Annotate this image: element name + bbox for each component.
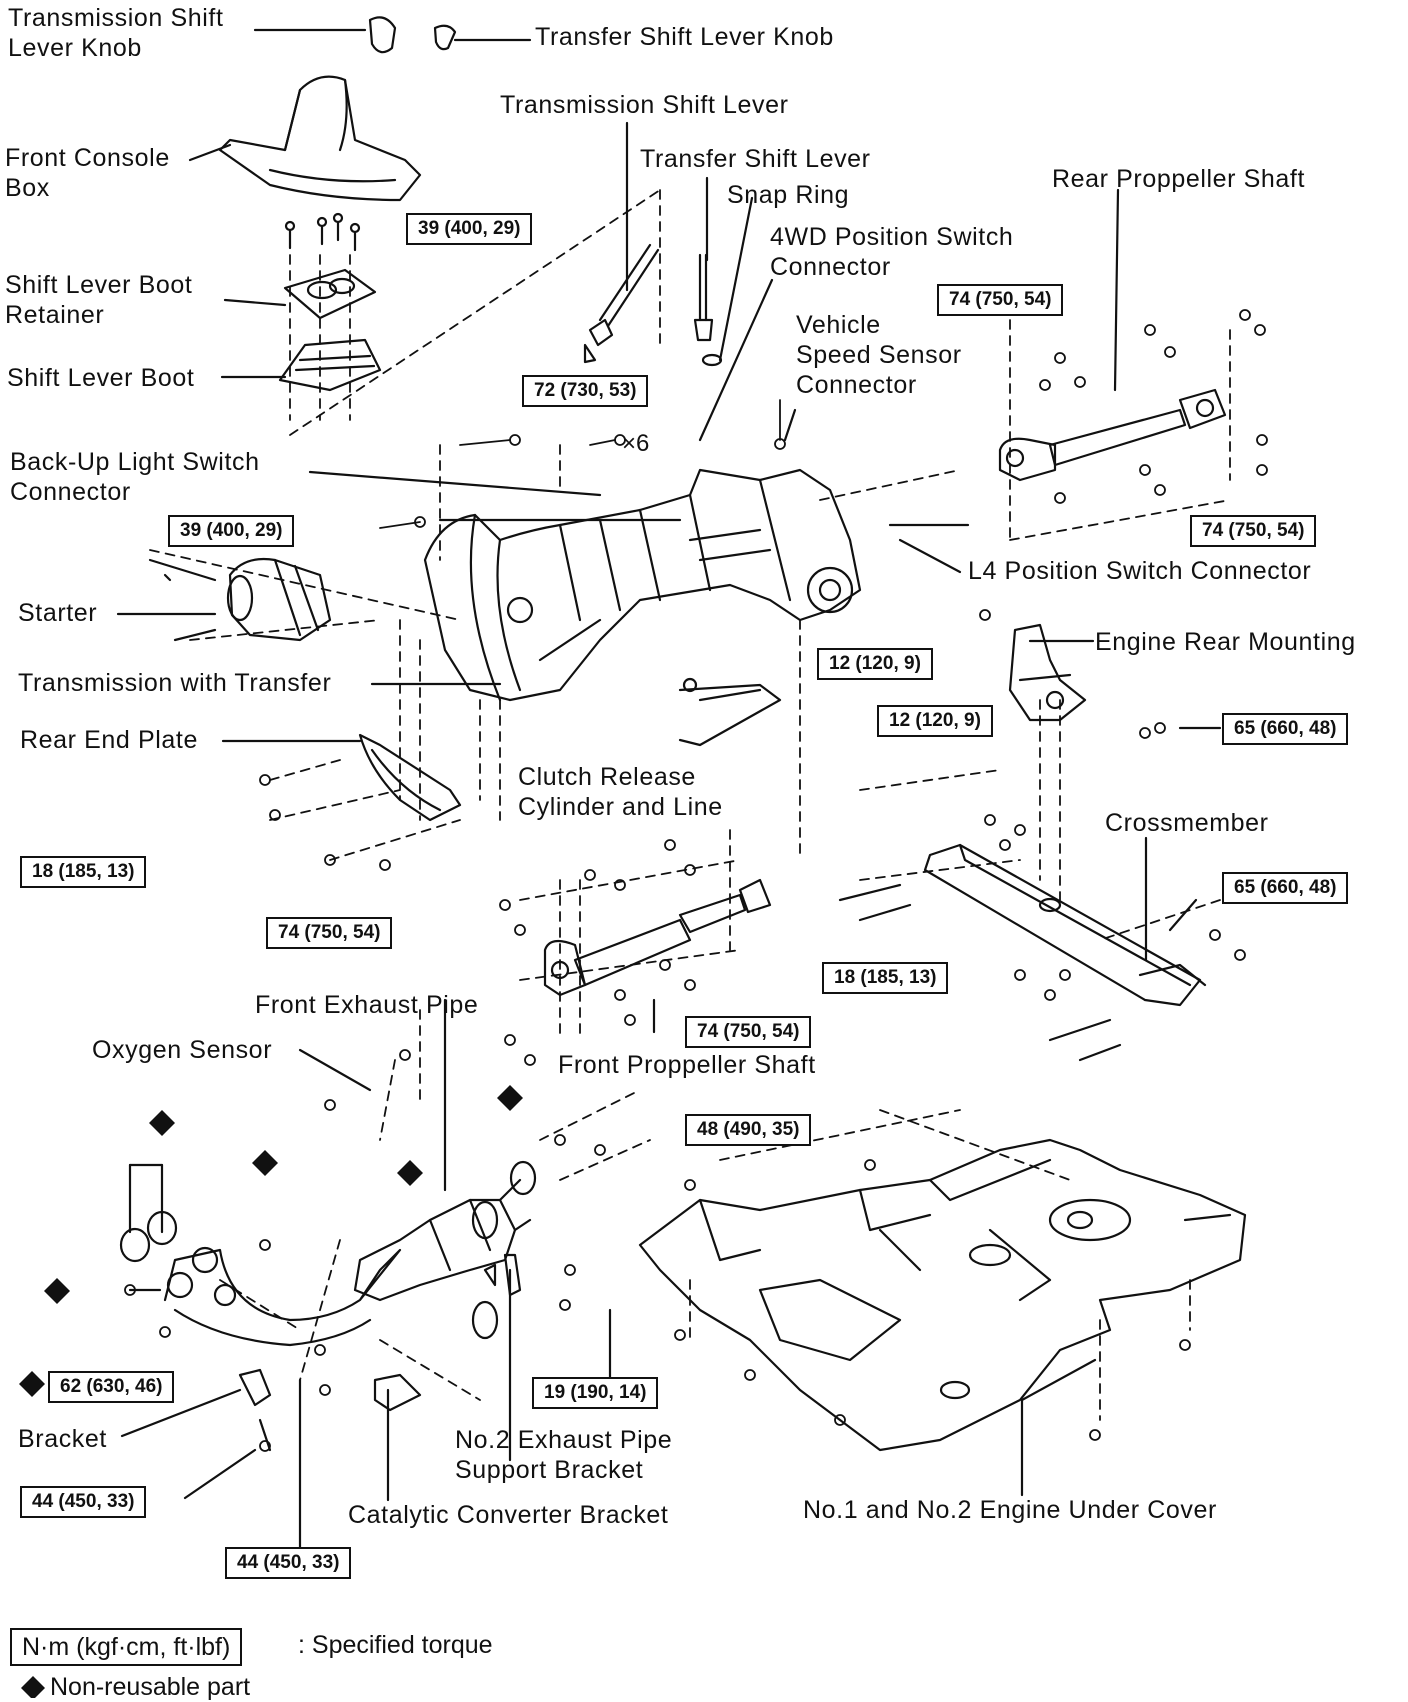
fasteners xyxy=(124,309,1268,1452)
label-engine-under-cover: No.1 and No.2 Engine Under Cover xyxy=(803,1496,1217,1524)
label-engine-rear-mounting: Engine Rear Mounting xyxy=(1095,628,1356,656)
torque-44-exhaust: 44 (450, 33) xyxy=(225,1547,352,1579)
front-console-box-drawing xyxy=(218,75,422,202)
label-transmission-shift-lever: Transmission Shift Lever xyxy=(500,91,789,119)
quantity-x6: ×6 xyxy=(622,430,650,457)
boot-retainer-drawing xyxy=(283,212,377,320)
rear-propeller-shaft-drawing xyxy=(998,388,1227,482)
label-shift-lever-boot-retainer: Shift Lever Boot Retainer xyxy=(5,271,193,329)
label-shift-lever-boot: Shift Lever Boot xyxy=(7,364,195,392)
label-front-propeller-shaft: Front Proppeller Shaft xyxy=(558,1051,816,1079)
legend-torque-units: N·m (kgf·cm, ft·lbf) xyxy=(10,1628,243,1666)
torque-62: 62 (630, 46) xyxy=(48,1371,175,1403)
label-snap-ring: Snap Ring xyxy=(727,181,850,209)
label-clutch-release-cylinder: Clutch Release Cylinder and Line xyxy=(518,763,723,821)
rear-end-plate-drawing xyxy=(358,733,462,822)
label-crossmember: Crossmember xyxy=(1105,809,1269,837)
torque-39-starter: 39 (400, 29) xyxy=(168,515,295,547)
label-front-exhaust-pipe: Front Exhaust Pipe xyxy=(255,991,479,1019)
clutch-line-drawing xyxy=(678,677,782,747)
starter-drawing xyxy=(148,557,332,642)
torque-12-clutch-b: 12 (120, 9) xyxy=(877,705,993,737)
label-transfer-shift-lever-knob: Transfer Shift Lever Knob xyxy=(535,23,834,51)
label-front-console-box: Front Console Box xyxy=(5,144,170,202)
shift-knob-drawing xyxy=(368,16,457,54)
torque-19: 19 (190, 14) xyxy=(532,1377,659,1409)
leader-lines xyxy=(116,28,1222,1552)
torque-18-rear-end-plate: 18 (185, 13) xyxy=(20,856,147,888)
torque-74-front-shaft-bottom: 74 (750, 54) xyxy=(685,1016,812,1048)
label-vehicle-speed-sensor-connector: Vehicle Speed Sensor Connector xyxy=(796,311,962,399)
torque-74-rear-shaft-bottom: 74 (750, 54) xyxy=(1190,515,1317,547)
label-oxygen-sensor: Oxygen Sensor xyxy=(92,1036,273,1064)
label-catalytic-converter-bracket: Catalytic Converter Bracket xyxy=(348,1501,669,1529)
label-transfer-shift-lever: Transfer Shift Lever xyxy=(640,145,871,173)
brackets-drawing xyxy=(238,1253,522,1452)
torque-44-bracket: 44 (450, 33) xyxy=(20,1486,147,1518)
torque-48: 48 (490, 35) xyxy=(685,1114,812,1146)
torque-74-front-shaft-top: 74 (750, 54) xyxy=(266,917,393,949)
torque-39-shift-lever: 39 (400, 29) xyxy=(406,213,533,245)
transmission-drawing xyxy=(423,468,862,702)
legend-nonreusable-part: Non-reusable part xyxy=(50,1673,251,1701)
torque-65-mounting: 65 (660, 48) xyxy=(1222,713,1349,745)
label-backup-light-switch-connector: Back-Up Light Switch Connector xyxy=(10,448,260,506)
label-bracket: Bracket xyxy=(18,1425,107,1453)
crossmember-drawing xyxy=(838,843,1207,1062)
catalytic-converter-drawing xyxy=(353,1160,537,1302)
label-rear-end-plate: Rear End Plate xyxy=(20,726,198,754)
label-transmission-shift-lever-knob: Transmission Shift Lever Knob xyxy=(8,4,224,62)
label-no2-exhaust-pipe-support-bracket: No.2 Exhaust Pipe Support Bracket xyxy=(455,1426,673,1484)
shift-lever-drawing xyxy=(583,243,723,367)
legend-specified-torque: : Specified torque xyxy=(298,1631,493,1659)
label-rear-propeller-shaft: Rear Proppeller Shaft xyxy=(1052,165,1306,193)
torque-12-clutch-a: 12 (120, 9) xyxy=(817,648,933,680)
engine-rear-mounting-drawing xyxy=(1008,623,1087,722)
assembly-lines xyxy=(149,189,1231,1421)
gaskets-drawing xyxy=(119,1200,499,1287)
engine-under-cover-drawing xyxy=(638,1138,1247,1452)
front-exhaust-pipe-drawing xyxy=(163,1246,402,1347)
front-propeller-shaft-drawing xyxy=(543,878,772,997)
torque-18-crossmember: 18 (185, 13) xyxy=(822,962,949,994)
label-starter: Starter xyxy=(18,599,98,627)
label-transmission-with-transfer: Transmission with Transfer xyxy=(18,669,332,697)
shift-boot-drawing xyxy=(278,338,382,392)
torque-72: 72 (730, 53) xyxy=(522,375,649,407)
label-l4-position-switch-connector: L4 Position Switch Connector xyxy=(968,557,1312,585)
torque-74-rear-shaft-top: 74 (750, 54) xyxy=(937,284,1064,316)
torque-65-crossmember: 65 (660, 48) xyxy=(1222,872,1349,904)
nonreusable-diamonds xyxy=(19,1085,523,1698)
label-4wd-position-switch-connector: 4WD Position Switch Connector xyxy=(770,223,1014,281)
